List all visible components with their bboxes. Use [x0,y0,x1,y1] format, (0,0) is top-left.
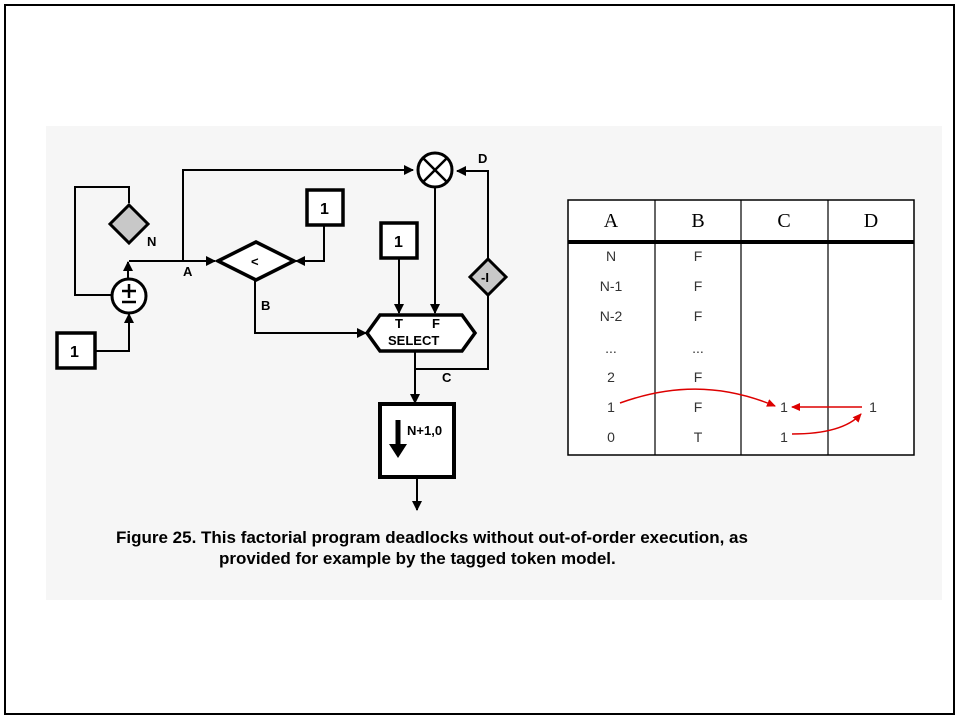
output-label: N+1,0 [407,423,442,438]
compare-op: < [251,254,259,269]
table-header-c: C [777,210,790,232]
table-cell: F [694,248,703,264]
token-arrows [619,388,862,435]
edge-plus-loop [74,186,130,296]
table-cell: 1 [607,399,615,415]
select-label: SELECT [388,333,439,348]
edge-D-to-multiply [456,166,489,258]
compare-node [214,240,298,282]
token-table [567,199,915,456]
constant-box-select [379,221,419,260]
constant-compare-value: 1 [320,201,329,218]
edge-const-to-plus [96,313,134,352]
duplicate-diamond-node [107,202,151,246]
label-B: B [261,298,270,313]
table-cell: 0 [607,429,615,445]
table-header-a: A [604,210,619,232]
table-cell: T [694,429,703,445]
table-cell: F [694,278,703,294]
caption-line-1: Figure 25. This factorial program deadlo… [116,528,748,547]
constant-box-plus [55,331,97,370]
arrow-A1-to-C1 [619,388,776,407]
label-N: N [147,234,156,249]
arrow-C0-to-D1 [791,413,862,435]
dataflow-graph [74,165,489,511]
table-cell: F [694,369,703,385]
negate-node [467,256,509,298]
edge-const-to-compare [295,226,325,266]
label-D: D [478,151,487,166]
label-A: A [183,264,193,279]
multiply-node [416,151,454,189]
table-cell: ... [605,340,617,356]
edge-B-to-select [254,278,367,338]
table-cell: 1 [780,399,788,415]
table-cell: ... [692,340,704,356]
plus-minus-node [110,277,148,315]
table-header-d: D [864,210,878,232]
constant-select-value: 1 [394,234,403,251]
constant-plus-value: 1 [70,344,79,361]
label-C: C [442,370,452,385]
select-true-label: T [395,316,403,331]
table-cell: F [694,399,703,415]
caption-line-2: provided for example by the tagged token… [219,549,616,568]
edge-C-to-negate [415,294,489,370]
table-cell: F [694,308,703,324]
constant-box-compare [305,188,345,227]
negate-op: -I [481,270,489,285]
select-false-label: F [432,316,440,331]
output-node [378,402,456,479]
table-header-row: A B C D [604,210,878,232]
table-cell: N [606,248,616,264]
table-header-b: B [691,210,704,232]
select-node [364,313,478,353]
table-cell: N-2 [600,308,623,324]
figure-caption: Figure 25. This factorial program deadlo… [116,527,936,569]
table-cell: 2 [607,369,615,385]
table-cell: N-1 [600,278,623,294]
table-cell: 1 [869,399,877,415]
table-cell: 1 [780,429,788,445]
edge-A-to-multiply [182,165,414,261]
